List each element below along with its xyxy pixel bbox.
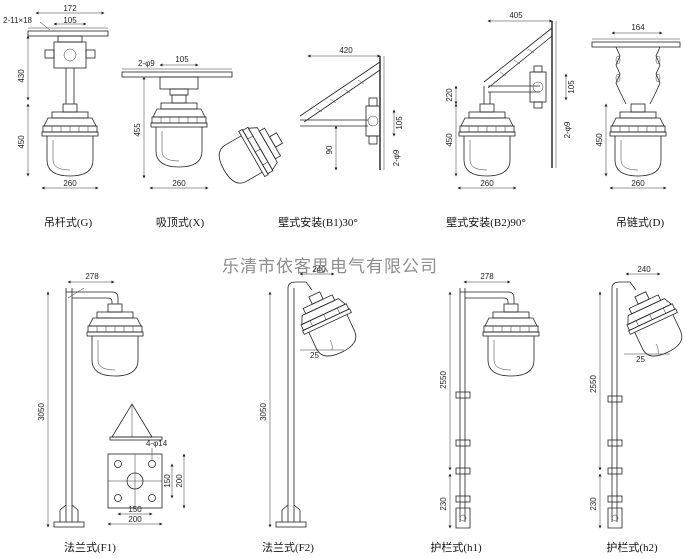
- pendant-rod-mount-drawing: 172 105 2-11×18 430 450 260 吊杆式(G): [3, 4, 109, 229]
- caption-b2: 壁式安装(B2)90°: [446, 215, 526, 229]
- wall-mount-30-drawing: 420 105 2-φ9 90 壁式安装(B1)30°: [210, 46, 404, 229]
- dim-h2-230: 230: [589, 497, 598, 511]
- dim-x-bolt: 2-φ9: [138, 59, 155, 68]
- dim-h2-2550: 2550: [589, 375, 598, 393]
- railing-mount-h1-drawing: 278 2550 230 护栏式(h1): [430, 272, 540, 554]
- dim-f1-150b: 150: [128, 505, 142, 514]
- dim-f1-3050: 3050: [37, 403, 46, 421]
- flange-mount-f2-drawing: 240 25 3050 法兰式(F2): [259, 265, 366, 554]
- caption-h2: 护栏式(h2): [606, 540, 658, 554]
- railing-mount-h2-drawing: 240 25 2550 230 护栏式(h2): [589, 265, 686, 554]
- caption-x: 吸顶式(X): [156, 216, 205, 229]
- wall-mount-90-drawing: 405 220 450 105 2-φ9 260 壁式安装(B2)90°: [445, 11, 576, 229]
- caption-f1: 法兰式(F1): [64, 540, 116, 554]
- dim-b2-220: 220: [445, 88, 454, 102]
- caption-h1: 护栏式(h1): [430, 540, 482, 554]
- dim-b2-450: 450: [445, 133, 454, 147]
- dim-b1-90: 90: [325, 145, 334, 154]
- caption-g: 吊杆式(G): [44, 215, 93, 229]
- dim-h1-2550: 2550: [439, 371, 448, 389]
- dim-x-260: 260: [172, 179, 186, 188]
- dim-b2-405: 405: [509, 11, 523, 20]
- dim-d-260: 260: [631, 179, 645, 188]
- caption-d: 吊链式(D): [616, 215, 665, 229]
- company-watermark: 乐清市依客思电气有限公司: [222, 257, 438, 276]
- dim-f1-hole: 4-φ14: [146, 439, 168, 448]
- dim-x-455: 455: [133, 123, 142, 137]
- caption-f2: 法兰式(F2): [262, 540, 314, 554]
- dim-f2-25: 25: [310, 351, 319, 360]
- dim-f2-3050: 3050: [259, 403, 268, 421]
- dim-f1-200b: 200: [128, 515, 142, 524]
- dim-b2-105: 105: [567, 80, 576, 94]
- dim-g-top: 172: [63, 4, 77, 13]
- dim-h1-278: 278: [480, 272, 494, 281]
- dim-b1-bolt: 2-φ9: [392, 149, 401, 166]
- dim-h2-25: 25: [636, 355, 645, 364]
- flange-mount-f1-drawing: 278 3050 4-φ14 150 200 150: [37, 272, 186, 554]
- dim-g-450: 450: [17, 135, 26, 149]
- dim-f1-150a: 150: [163, 474, 172, 488]
- dim-g-bolt: 2-11×18: [3, 16, 33, 25]
- dim-h2-240: 240: [637, 265, 651, 274]
- caption-b1: 壁式安装(B1)30°: [278, 215, 358, 229]
- dim-g-105: 105: [63, 16, 77, 25]
- dim-b2-260: 260: [480, 179, 494, 188]
- chain-mount-drawing: 164 450 260 吊链式(D): [591, 23, 681, 229]
- dim-b1-105: 105: [395, 116, 404, 130]
- dim-b1-420: 420: [339, 46, 353, 55]
- dim-h1-230: 230: [439, 497, 448, 511]
- dim-d-450: 450: [595, 133, 604, 147]
- dim-g-260: 260: [63, 179, 77, 188]
- dim-g-430: 430: [17, 69, 26, 83]
- dim-f1-278: 278: [85, 272, 99, 281]
- dim-x-105: 105: [175, 55, 189, 64]
- dim-d-164: 164: [631, 23, 645, 32]
- dim-f2-240: 240: [312, 265, 326, 274]
- dim-b2-bolt: 2-φ9: [563, 121, 572, 138]
- ceiling-mount-drawing: 2-φ9 105 455 260 吸顶式(X): [121, 55, 233, 229]
- dim-f1-200a: 200: [175, 474, 184, 488]
